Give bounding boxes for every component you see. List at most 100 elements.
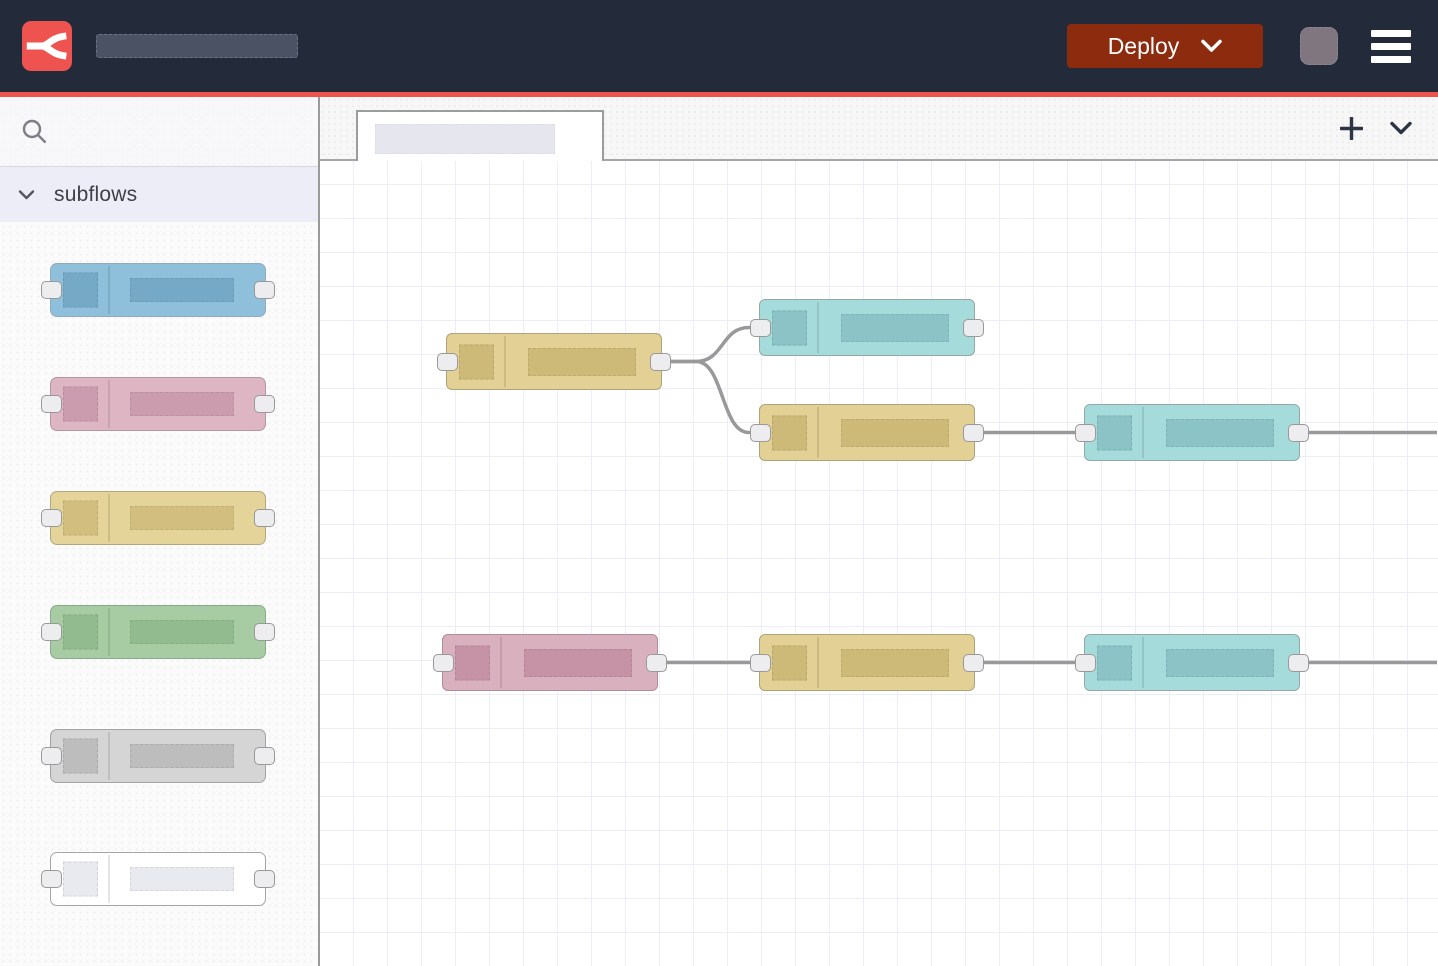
palette-node-blue[interactable] [41,263,275,317]
node-separator [817,302,819,353]
deploy-button-label: Deploy [1107,32,1180,59]
wire-n1-n2[interactable] [660,325,751,364]
node-port-left[interactable] [1075,423,1096,442]
node-label-placeholder [130,506,234,530]
palette-sidebar: subflows [0,97,320,966]
main-menu-button[interactable] [1371,29,1411,63]
node-separator [500,637,502,688]
node-label-placeholder [524,648,632,677]
node-icon-placeholder [772,415,807,450]
flow-node-n5-pink[interactable] [433,634,667,691]
node-icon-placeholder [772,310,807,345]
flow-node-n2-cyan[interactable] [750,299,984,356]
node-label-placeholder [841,418,949,447]
node-label-placeholder [130,620,234,644]
flow-canvas[interactable] [320,161,1438,966]
flow-tabbar [320,97,1438,161]
workspace [320,97,1438,966]
node-icon-placeholder [455,645,490,680]
add-flow-button[interactable] [1340,116,1363,140]
node-port-left[interactable] [41,747,62,765]
node-port-right[interactable] [254,281,275,299]
node-port-right[interactable] [1288,653,1309,672]
node-red-fork-icon [26,32,67,60]
node-icon-placeholder [459,344,494,379]
node-icon-placeholder [772,645,807,680]
flow-node-n4-cyan[interactable] [1075,404,1309,461]
node-icon-placeholder [1097,645,1132,680]
menu-bar [1371,29,1411,37]
flow-node-n3-yellow[interactable] [750,404,984,461]
node-port-right[interactable] [646,653,667,672]
node-icon-placeholder [63,614,98,650]
sidebar-section-subflows[interactable]: subflows [0,167,318,222]
node-port-right[interactable] [254,747,275,765]
node-label-placeholder [130,392,234,416]
node-separator [817,637,819,688]
node-port-left[interactable] [433,653,454,672]
node-port-right[interactable] [254,395,275,413]
chevron-down-icon [1390,121,1412,134]
user-avatar[interactable] [1300,27,1338,65]
palette-node-gray[interactable] [41,729,275,783]
node-port-right[interactable] [963,423,984,442]
node-label-placeholder [1166,418,1274,447]
deploy-chevron-down-icon [1201,39,1223,52]
node-label-placeholder [1166,648,1274,677]
node-separator [108,608,110,656]
tab-label-placeholder [375,124,555,154]
flow-node-n1-yellow[interactable] [437,333,671,390]
wire-n1-n3[interactable] [660,359,751,435]
node-port-left[interactable] [750,318,771,337]
main-area: subflows [0,97,1438,966]
chevron-down-icon [18,189,35,199]
section-label: subflows [54,182,138,206]
node-icon-placeholder [63,386,98,422]
node-port-left[interactable] [41,870,62,888]
node-port-right[interactable] [254,623,275,641]
palette-node-pink[interactable] [41,377,275,431]
plus-icon [1340,116,1363,140]
flow-node-n7-cyan[interactable] [1075,634,1309,691]
node-port-left[interactable] [41,623,62,641]
node-separator [108,732,110,780]
node-port-right[interactable] [963,653,984,672]
palette-node-white[interactable] [41,852,275,906]
deploy-button[interactable]: Deploy [1067,24,1263,68]
node-separator [504,336,506,387]
tabbar-actions [1340,97,1412,159]
node-icon-placeholder [63,500,98,536]
header-accent-line [0,92,1438,97]
node-port-left[interactable] [750,423,771,442]
flow-list-button[interactable] [1390,121,1412,136]
node-icon-placeholder [63,861,98,897]
node-separator [817,407,819,458]
search-icon[interactable] [21,118,48,145]
flow-node-n6-yellow[interactable] [750,634,984,691]
node-port-left[interactable] [437,352,458,371]
node-separator [108,494,110,542]
node-port-right[interactable] [254,870,275,888]
node-port-left[interactable] [41,395,62,413]
node-separator [108,380,110,428]
node-label-placeholder [528,347,636,376]
node-label-placeholder [841,648,949,677]
node-port-left[interactable] [750,653,771,672]
node-separator [108,855,110,903]
node-port-left[interactable] [1075,653,1096,672]
flow-tab-active[interactable] [356,110,604,161]
palette-node-yellow[interactable] [41,491,275,545]
menu-bar [1371,42,1411,50]
node-separator [108,266,110,314]
palette-search-row[interactable] [0,97,318,167]
node-port-left[interactable] [41,281,62,299]
palette-node-green[interactable] [41,605,275,659]
node-port-right[interactable] [1288,423,1309,442]
node-label-placeholder [130,744,234,768]
node-port-right[interactable] [650,352,671,371]
node-port-right[interactable] [963,318,984,337]
node-port-left[interactable] [41,509,62,527]
node-label-placeholder [130,867,234,891]
node-port-right[interactable] [254,509,275,527]
